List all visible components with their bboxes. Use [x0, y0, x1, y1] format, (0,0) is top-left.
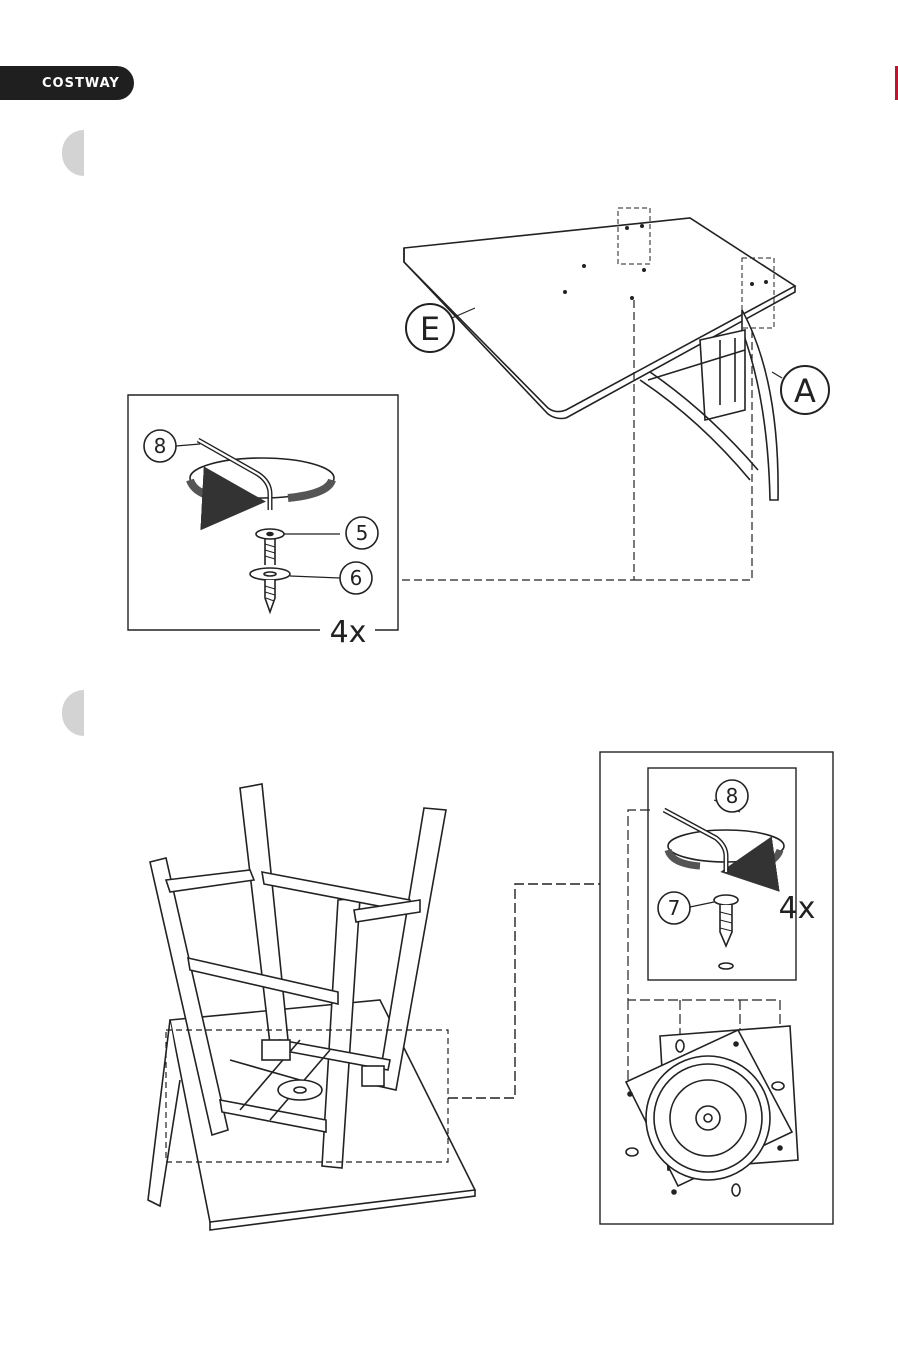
quantity-label-step-2: 4x	[779, 891, 816, 926]
step-1-detail-frame	[128, 395, 398, 630]
swivel-plate	[626, 1026, 798, 1196]
quantity-label-step-1: 4x	[330, 615, 367, 650]
part-label-8: 8	[154, 434, 167, 458]
part-label-8b: 8	[726, 784, 739, 808]
part-label-5: 5	[356, 521, 369, 545]
part-label-7: 7	[668, 896, 681, 920]
part-label-6: 6	[350, 566, 363, 590]
step-2-illustration	[148, 752, 833, 1230]
leader-line-2	[448, 884, 600, 1098]
washer-icon	[250, 568, 290, 612]
step-1-illustration	[128, 208, 829, 630]
bolt-icon	[256, 529, 284, 565]
part-label-e: E	[420, 310, 440, 348]
part-label-a: A	[794, 372, 816, 410]
screw-icon	[714, 895, 738, 969]
